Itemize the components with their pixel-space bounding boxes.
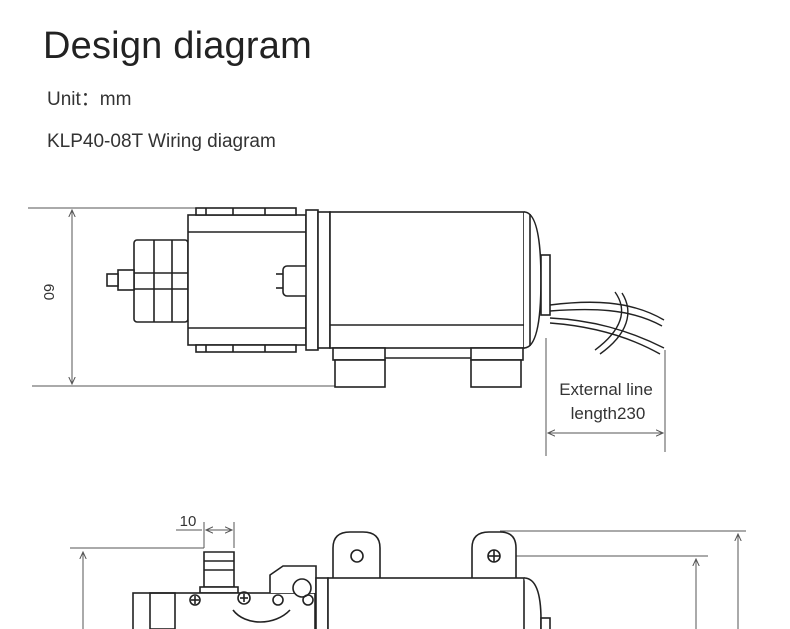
height-dimension-text: 60 (40, 284, 57, 301)
inlet-width-dimension-text: 10 (180, 513, 197, 530)
page-title: Design diagram (43, 25, 312, 67)
top-view-height-dimension (70, 530, 746, 629)
side-inlet-fitting (106, 239, 189, 323)
height-dimension-line (28, 207, 340, 387)
pump-side-view (28, 207, 666, 456)
side-motor-body (329, 211, 551, 388)
inlet-width-dimension (176, 522, 235, 548)
top-inlet-barb (199, 551, 239, 594)
diagram-subtitle: KLP40-08T Wiring diagram (47, 131, 276, 152)
unit-label: Unit：mm (47, 84, 131, 111)
side-pump-head (187, 207, 331, 353)
external-line-dimension (545, 338, 666, 456)
pump-top-view (70, 522, 746, 629)
unit-label-prefix: Unit： (47, 89, 100, 110)
top-pump-head (132, 565, 329, 629)
unit-value: mm (99, 89, 132, 110)
external-line-length: length230 (571, 404, 646, 423)
external-line-label: External line (559, 380, 653, 399)
top-motor-body (327, 531, 551, 629)
side-wire-cables (549, 291, 665, 355)
